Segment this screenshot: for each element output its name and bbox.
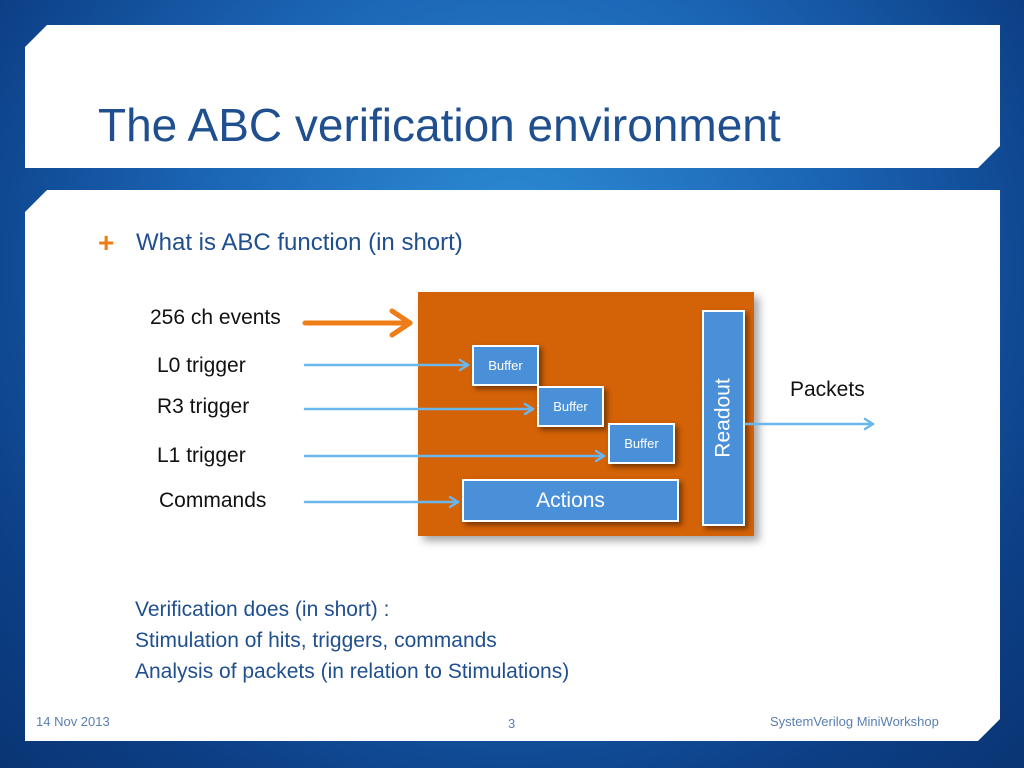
packets-arrow [744,417,875,431]
commands-label: Commands [159,489,267,512]
buffer-box-l0: Buffer [472,345,539,386]
commands-arrow [303,495,460,509]
buffer-box-r3: Buffer [537,386,604,427]
bullet-text: What is ABC function (in short) [136,229,463,256]
verification-text: Verification does (in short) : Stimulati… [135,594,569,687]
r3-trigger-arrow [303,402,535,416]
footer-date: 14 Nov 2013 [36,714,110,729]
l1-trigger-label: L1 trigger [157,444,246,467]
footer-page-number: 3 [508,716,516,731]
readout-box: Readout [702,310,745,526]
actions-box: Actions [462,479,679,522]
slide-title: The ABC verification environment [98,99,781,151]
events-label: 256 ch events [150,306,281,329]
r3-trigger-label: R3 trigger [157,395,250,418]
buffer-box-l1: Buffer [608,423,675,464]
l0-trigger-arrow [303,358,470,372]
verification-line-3: Analysis of packets (in relation to Stim… [135,660,570,683]
plus-bullet-icon: + [98,227,115,258]
events-arrow [302,308,413,338]
l1-trigger-arrow [303,449,606,463]
l0-trigger-label: L0 trigger [157,354,246,377]
footer-event: SystemVerilog MiniWorkshop [770,714,939,729]
title-panel [25,25,1000,168]
packets-label: Packets [790,378,865,401]
verification-line-2: Stimulation of hits, triggers, commands [135,629,497,652]
verification-line-1: Verification does (in short) : [135,598,390,621]
